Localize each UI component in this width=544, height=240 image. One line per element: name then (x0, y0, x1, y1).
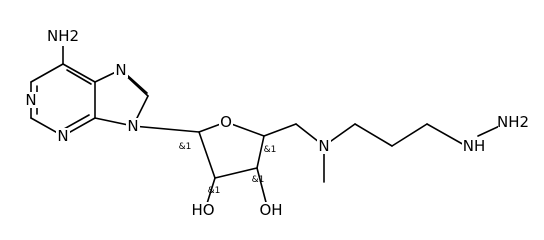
atom-n1: N (25, 91, 36, 109)
atom-amine-n: N (318, 137, 329, 155)
bonds (30, 45, 505, 211)
atom-n7: N (115, 61, 126, 79)
stereo-labels: &1 &1 &1 &1 (179, 142, 277, 196)
atom-hydrazine-nh: NH (463, 137, 486, 155)
atom-nh2-top: NH2 (47, 27, 79, 45)
atom-labels: NH2 N N N N O N NH NH2 HO OH (24, 27, 529, 219)
stereo-label-c3: &1 (252, 175, 265, 185)
atom-hydroxyl-left: HO (191, 201, 214, 219)
atom-n9: N (127, 117, 138, 135)
atom-terminal-nh2: NH2 (497, 113, 529, 131)
atom-n3: N (57, 127, 68, 145)
atom-ring-oxygen: O (220, 113, 232, 131)
stereo-label-c4: &1 (264, 145, 277, 155)
atom-hydroxyl-right: OH (259, 201, 282, 219)
stereo-label-c1: &1 (179, 142, 192, 152)
stereo-label-c2: &1 (208, 186, 221, 196)
